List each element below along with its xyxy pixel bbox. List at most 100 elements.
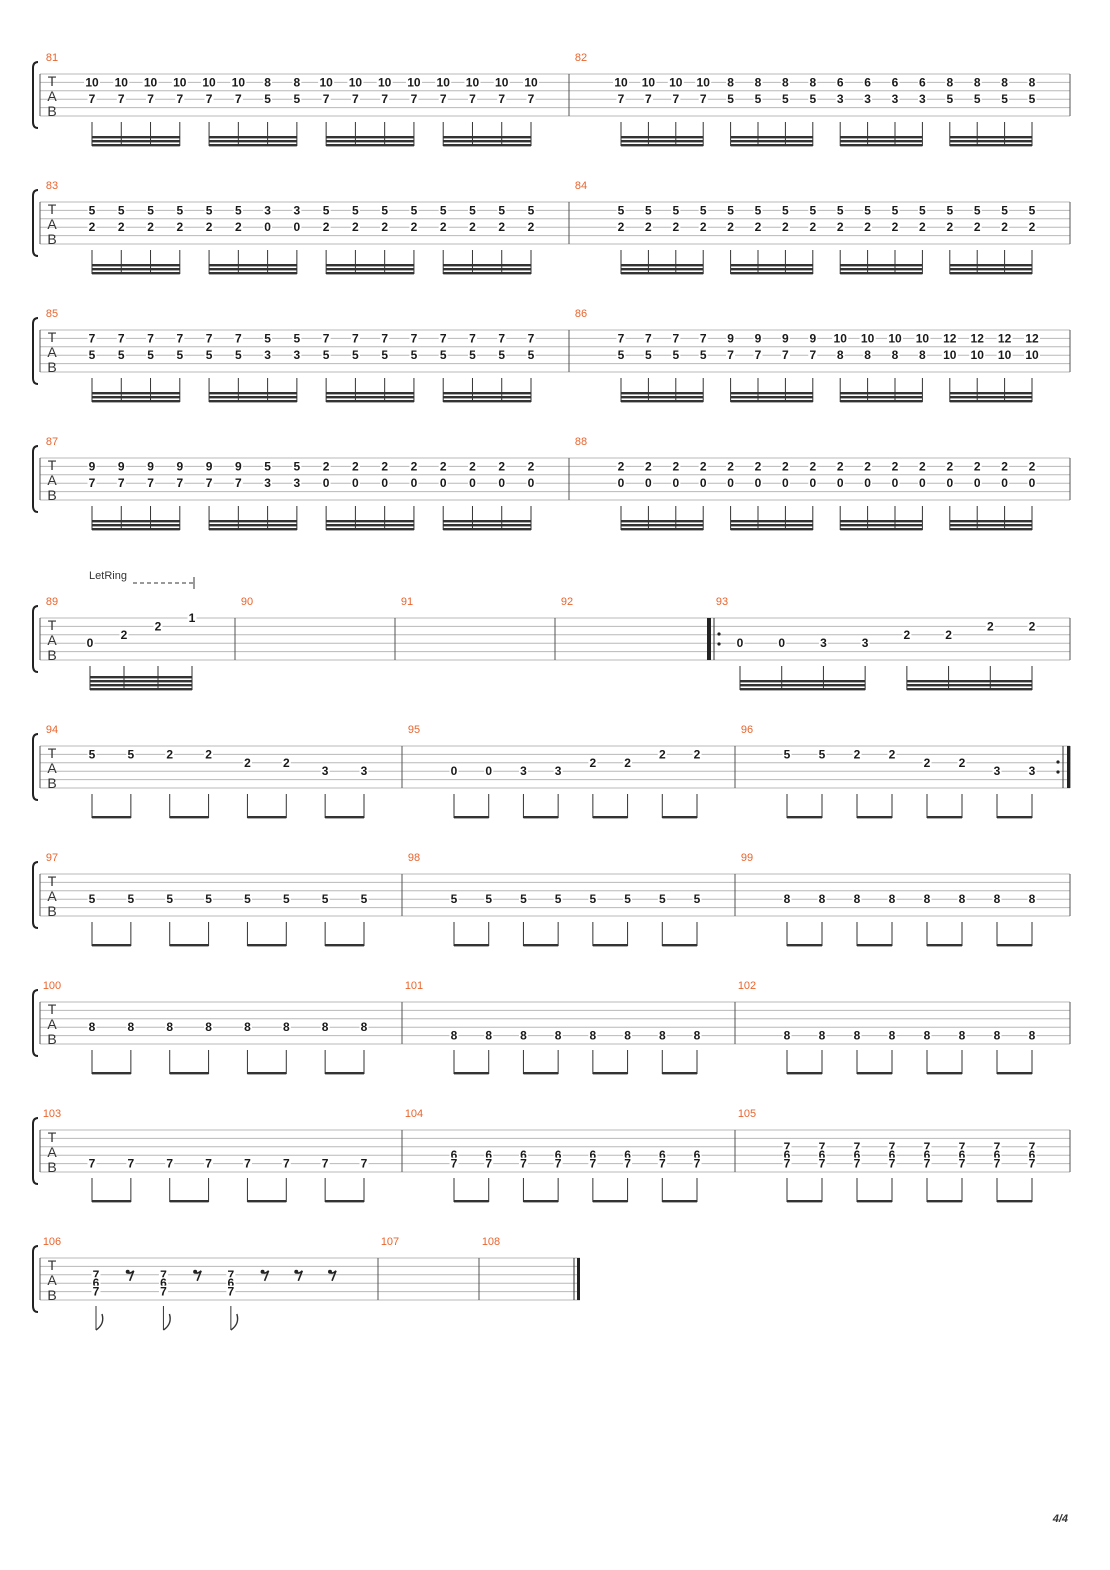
fret-mask [321, 460, 331, 472]
fret-mask [818, 637, 828, 649]
fret-number: 10 [437, 75, 451, 89]
fret-mask [320, 1157, 330, 1169]
fret-number: 5 [235, 348, 242, 362]
fret-number: 2 [864, 220, 871, 234]
fret-mask [405, 76, 422, 88]
fret-mask [780, 477, 790, 489]
fret-number: 9 [755, 331, 762, 345]
fret-number: 0 [727, 476, 734, 490]
fret-mask [1027, 76, 1037, 88]
note-beam [92, 392, 180, 395]
fret-number: 2 [672, 459, 679, 473]
fret-mask [657, 748, 667, 760]
fret-number: 5 [694, 892, 701, 906]
fret-mask [941, 349, 958, 361]
fret-number: 8 [166, 1020, 173, 1034]
note-beam [840, 528, 923, 531]
fret-number: 7 [889, 1140, 896, 1154]
fret-mask [1000, 93, 1010, 105]
measure-number: 95 [408, 724, 420, 736]
note-beam [209, 140, 297, 143]
note-beam [326, 392, 414, 395]
fret-mask [835, 477, 845, 489]
fret-mask [359, 765, 369, 777]
fret-number: 3 [361, 764, 368, 778]
fret-number: 8 [854, 892, 861, 906]
fret-mask [890, 349, 900, 361]
fret-number: 5 [294, 92, 301, 106]
fret-number: 5 [352, 348, 359, 362]
fret-mask [726, 460, 736, 472]
fret-number: 5 [782, 92, 789, 106]
measure-number: 108 [482, 1236, 500, 1248]
fret-number: 0 [755, 476, 762, 490]
fret-number: 5 [498, 203, 505, 217]
fret-mask [518, 893, 528, 905]
fret-mask [944, 628, 954, 640]
fret-mask [292, 221, 302, 233]
fret-mask [671, 93, 681, 105]
fret-number: 0 [87, 636, 94, 650]
fret-number: 2 [469, 220, 476, 234]
fret-mask [671, 349, 681, 361]
fret-mask [449, 1029, 459, 1041]
fret-number: 5 [147, 203, 154, 217]
fret-mask [671, 332, 681, 344]
fret-mask [467, 349, 477, 361]
fret-number: 2 [809, 459, 816, 473]
measure-number: 87 [46, 436, 58, 448]
fret-mask [175, 477, 185, 489]
note-beam [326, 272, 414, 275]
fret-number: 5 [89, 747, 96, 761]
fret-number: 2 [645, 459, 652, 473]
fret-number: 5 [555, 892, 562, 906]
fret-mask [263, 93, 273, 105]
fret-mask [887, 332, 903, 344]
fret-mask [350, 349, 360, 361]
fret-number: 6 [854, 1148, 861, 1162]
tab-clef-a: A [47, 632, 57, 648]
fret-number: 0 [528, 476, 535, 490]
fret-number: 2 [411, 459, 418, 473]
fret-mask [438, 460, 448, 472]
fret-number: 5 [485, 892, 492, 906]
fret-number: 7 [176, 476, 183, 490]
note-beam [325, 1072, 364, 1075]
fret-mask [142, 76, 159, 88]
fret-number: 6 [659, 1148, 666, 1162]
fret-number: 5 [361, 892, 368, 906]
fret-number: 5 [206, 348, 213, 362]
note-beam [443, 524, 531, 527]
fret-mask [116, 93, 126, 105]
fret-number: 2 [121, 628, 128, 642]
fret-mask [957, 1157, 967, 1169]
fret-mask [726, 93, 736, 105]
note-beam [326, 264, 414, 267]
tab-system: TAB8352525252525230305252525252525252845… [32, 180, 1071, 275]
fret-number: 8 [624, 1029, 631, 1043]
note-beam [857, 944, 892, 947]
fret-number: 0 [864, 476, 871, 490]
fret-mask [613, 76, 629, 88]
note-beam [523, 816, 559, 819]
fret-number: 9 [235, 459, 242, 473]
fret-mask [698, 477, 708, 489]
fret-mask [887, 748, 897, 760]
fret-mask [1000, 460, 1010, 472]
fret-number: 2 [782, 220, 789, 234]
note-beam [209, 400, 297, 403]
fret-mask [1027, 460, 1037, 472]
fret-number: 5 [411, 203, 418, 217]
fret-mask [438, 332, 448, 344]
fret-mask [204, 349, 214, 361]
fret-mask [890, 477, 900, 489]
fret-number: 2 [946, 459, 953, 473]
fret-mask [449, 1157, 459, 1169]
repeat-end-thick [1067, 746, 1070, 788]
note-flag [230, 1313, 239, 1331]
note-beam [169, 816, 209, 819]
fret-number: 5 [294, 459, 301, 473]
